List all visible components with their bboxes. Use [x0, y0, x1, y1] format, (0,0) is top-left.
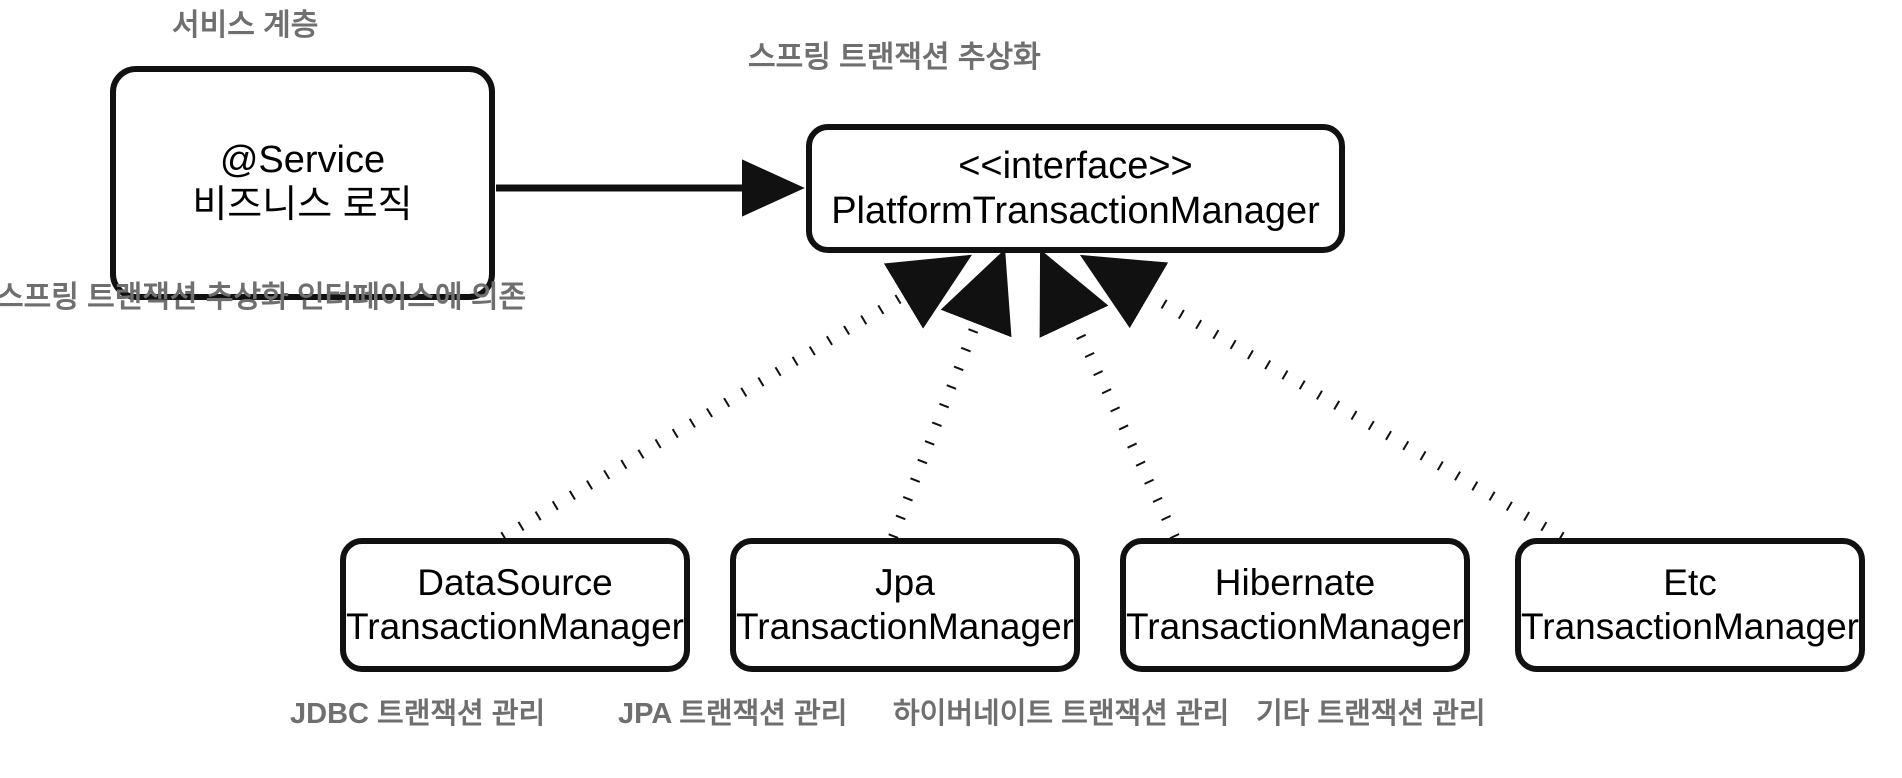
caption-spring-tx-abstraction: 스프링 트랜잭션 추상화	[748, 41, 1041, 74]
node-impl-line1: Hibernate	[1214, 562, 1376, 604]
node-impl-line1: DataSource	[417, 562, 613, 604]
node-impl-line2: TransactionManager	[346, 606, 684, 647]
node-etc-transaction-manager[interactable]: Etc TransactionManager	[1515, 538, 1865, 672]
node-impl-line1: Etc	[1663, 562, 1717, 604]
caption-jdbc-tx-management: JDBC 트랜잭션 관리	[290, 698, 546, 730]
caption-service-layer: 서비스 계층	[172, 9, 319, 42]
edge-hibernate-implements	[1039, 249, 1180, 540]
node-datasource-transaction-manager[interactable]: DataSource TransactionManager	[340, 538, 690, 672]
node-service-line1: @Service	[219, 139, 386, 182]
caption-depends-on-abstraction: 스프링 트랜잭션 추상화 인터페이스에 의존	[0, 281, 527, 314]
edge-etc-implements	[1079, 254, 1565, 542]
node-interface-stereotype: <<interface>>	[958, 144, 1193, 187]
node-impl-line2: TransactionManager	[736, 606, 1074, 647]
node-impl-line2: TransactionManager	[1126, 606, 1464, 647]
node-platform-transaction-manager[interactable]: <<interface>> PlatformTransactionManager	[806, 124, 1345, 253]
node-hibernate-transaction-manager[interactable]: Hibernate TransactionManager	[1120, 538, 1470, 672]
node-service[interactable]: @Service 비즈니스 로직	[110, 66, 495, 300]
node-jpa-transaction-manager[interactable]: Jpa TransactionManager	[730, 538, 1080, 672]
caption-etc-tx-management: 기타 트랜잭션 관리	[1256, 698, 1486, 730]
caption-hibernate-tx-management: 하이버네이트 트랜잭션 관리	[893, 698, 1230, 730]
caption-jpa-tx-management: JPA 트랜잭션 관리	[618, 698, 848, 730]
edge-jpa-implements	[888, 248, 1012, 539]
node-service-line2: 비즈니스 로직	[192, 184, 413, 226]
node-interface-name: PlatformTransactionManager	[831, 189, 1320, 232]
node-impl-line2: TransactionManager	[1521, 606, 1859, 647]
edge-datasource-implements	[500, 254, 972, 542]
node-impl-line1: Jpa	[875, 562, 935, 604]
